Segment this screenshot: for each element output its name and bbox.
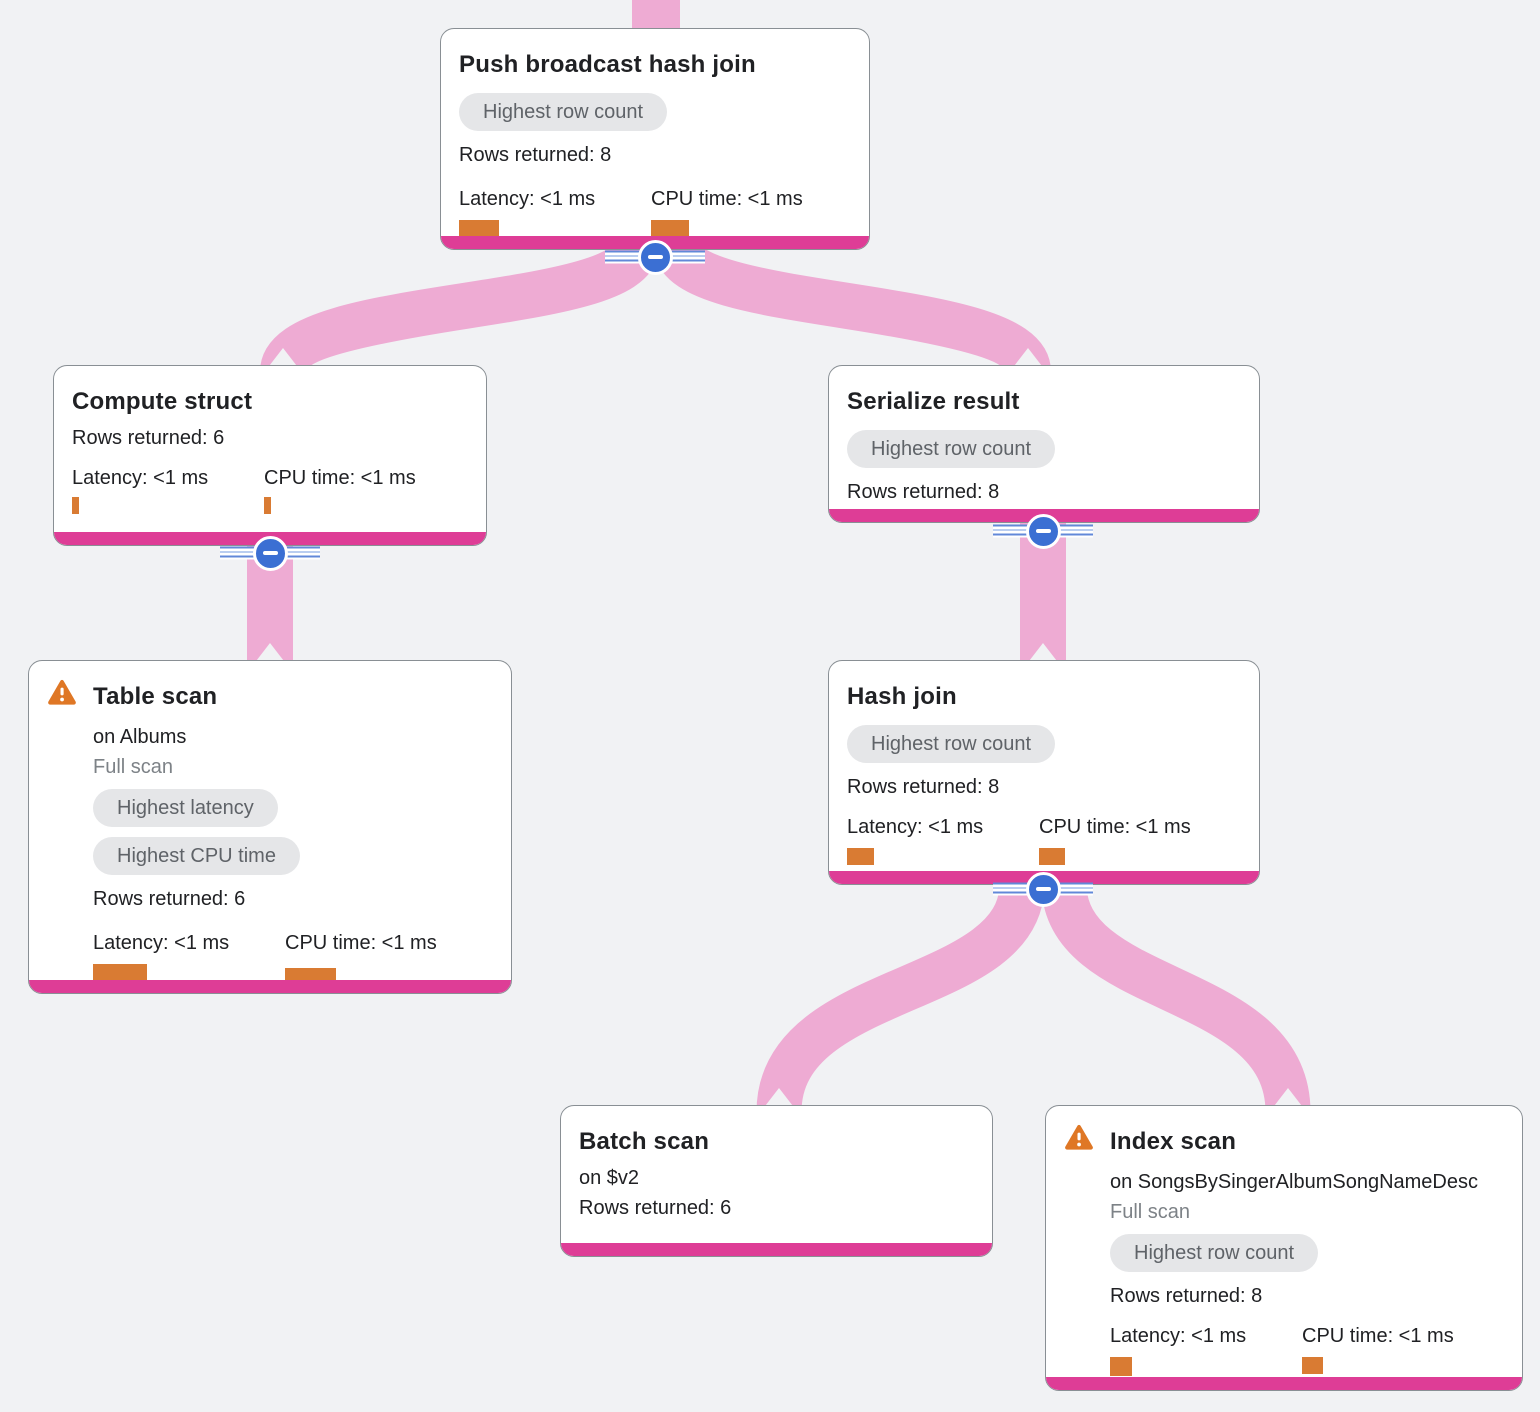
cpu-time-label: CPU time: <1 ms <box>651 188 803 211</box>
collapse-minus-icon[interactable] <box>1025 513 1061 549</box>
cpu-time-label: CPU time: <1 ms <box>1039 816 1191 839</box>
node-subtitle: on Albums <box>93 726 187 749</box>
collapse-minus-icon[interactable] <box>1025 871 1061 907</box>
cpu-time-label: CPU time: <1 ms <box>264 467 416 490</box>
collapse-button-serialize-result[interactable] <box>993 513 1093 549</box>
latency-bar <box>459 220 499 239</box>
scan-type: Full scan <box>1110 1201 1191 1224</box>
cpu-time-bar <box>1039 848 1065 866</box>
edge-hash-to-index-scan <box>1041 882 1311 1114</box>
highest-row-count-badge: Highest row count <box>847 430 1056 469</box>
rows-returned: Rows returned: 8 <box>847 481 1000 504</box>
node-title: Index scan <box>1110 1128 1237 1155</box>
latency-bar <box>847 848 874 866</box>
collapse-button-compute-struct[interactable] <box>220 535 320 571</box>
highest-latency-badge: Highest latency <box>93 789 278 828</box>
node-subtitle: on SongsBySingerAlbumSongNameDesc <box>1110 1171 1478 1194</box>
cpu-time-bar <box>651 220 689 239</box>
collapse-button-push-broadcast-hash-join[interactable] <box>605 239 705 275</box>
latency-label: Latency: <1 ms <box>847 816 984 839</box>
highest-row-count-badge: Highest row count <box>847 725 1056 764</box>
node-index-scan[interactable]: Index scan on SongsBySingerAlbumSongName… <box>1045 1105 1523 1391</box>
node-subtitle: on $v2 <box>579 1167 640 1190</box>
cpu-time-bar <box>264 497 271 515</box>
node-title: Table scan <box>93 683 218 710</box>
cpu-time-bar <box>285 968 336 984</box>
node-batch-scan[interactable]: Batch scan on $v2 Rows returned: 6 <box>560 1105 993 1257</box>
rows-returned: Rows returned: 6 <box>93 888 246 911</box>
highest-row-count-badge: Highest row count <box>1110 1234 1319 1273</box>
edge-root-to-compute-struct <box>260 240 659 377</box>
rows-returned: Rows returned: 8 <box>459 144 612 167</box>
edge-arrow-notches <box>253 348 1305 1110</box>
node-title: Batch scan <box>579 1128 710 1155</box>
warning-icon <box>1064 1124 1094 1158</box>
latency-label: Latency: <1 ms <box>1110 1325 1247 1348</box>
collapse-minus-icon[interactable] <box>252 535 288 571</box>
latency-bar <box>93 964 147 984</box>
warning-icon <box>47 679 77 713</box>
collapse-button-hash-join[interactable] <box>993 871 1093 907</box>
cpu-time-label: CPU time: <1 ms <box>1302 1325 1454 1348</box>
highest-row-count-badge: Highest row count <box>459 93 668 132</box>
collapse-minus-icon[interactable] <box>637 239 673 275</box>
node-title: Hash join <box>847 683 957 710</box>
edge-root-to-serialize-result <box>654 240 1051 377</box>
node-hash-join[interactable]: Hash join Highest row count Rows returne… <box>828 660 1260 885</box>
card-accent-strip <box>29 980 511 993</box>
node-title: Compute struct <box>72 388 253 415</box>
node-push-broadcast-hash-join[interactable]: Push broadcast hash join Highest row cou… <box>440 28 870 250</box>
cpu-time-label: CPU time: <1 ms <box>285 932 437 955</box>
rows-returned: Rows returned: 8 <box>847 776 1000 799</box>
node-title: Push broadcast hash join <box>459 51 756 78</box>
cpu-time-bar <box>1302 1357 1323 1375</box>
latency-label: Latency: <1 ms <box>72 467 209 490</box>
card-accent-strip <box>561 1243 992 1256</box>
rows-returned: Rows returned: 6 <box>579 1197 732 1220</box>
node-table-scan[interactable]: Table scan on Albums Full scan Highest l… <box>28 660 512 994</box>
node-title: Serialize result <box>847 388 1020 415</box>
latency-label: Latency: <1 ms <box>93 932 230 955</box>
edge-hash-to-batch-scan <box>756 882 1045 1114</box>
rows-returned: Rows returned: 6 <box>72 427 225 450</box>
node-compute-struct[interactable]: Compute struct Rows returned: 6 Latency:… <box>53 365 487 546</box>
highest-cpu-time-badge: Highest CPU time <box>93 837 300 876</box>
latency-label: Latency: <1 ms <box>459 188 596 211</box>
scan-type: Full scan <box>93 756 174 779</box>
rows-returned: Rows returned: 8 <box>1110 1285 1263 1308</box>
node-serialize-result[interactable]: Serialize result Highest row count Rows … <box>828 365 1260 523</box>
card-accent-strip <box>1046 1377 1522 1390</box>
latency-bar <box>72 497 79 515</box>
latency-bar <box>1110 1357 1132 1377</box>
